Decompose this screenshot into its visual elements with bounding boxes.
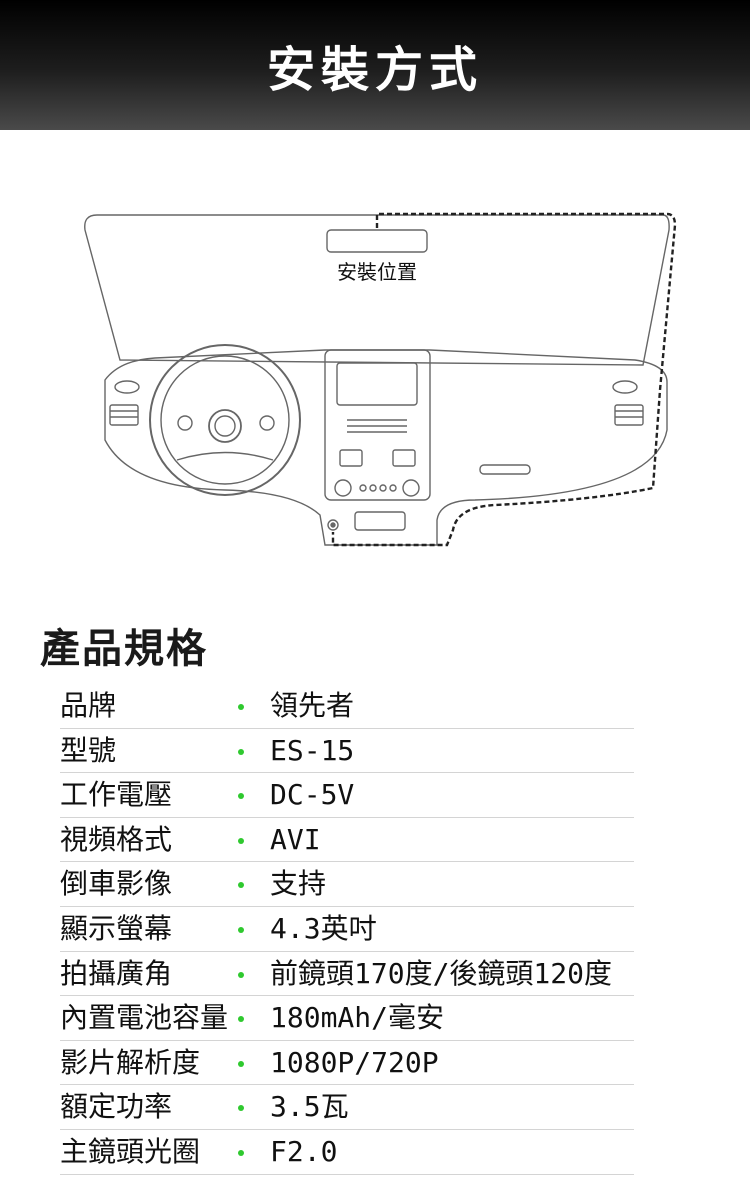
car-dashboard-illustration	[84, 212, 677, 547]
right-vent-icon	[614, 404, 644, 426]
spec-label: 額定功率	[60, 1090, 173, 1124]
center-console	[324, 349, 431, 501]
bullet-icon	[238, 971, 244, 978]
screen-icon	[336, 362, 418, 406]
spec-row: 影片解析度 1080P/720P	[60, 1041, 634, 1086]
spec-label: 倒車影像	[60, 867, 173, 901]
install-method-title: 安裝方式	[266, 42, 483, 98]
spec-label: 視頻格式	[60, 822, 173, 856]
spec-value: DC-5V	[270, 778, 355, 812]
bullet-icon	[238, 926, 244, 933]
spec-label: 拍攝廣角	[60, 956, 173, 990]
spec-table: 品牌 領先者 型號 ES-15 工作電壓 DC-5V 視頻格式 AVI 倒車影像 支持 顯…	[60, 684, 634, 1175]
bullet-icon	[238, 1105, 244, 1112]
cable-route	[331, 212, 677, 547]
spec-row: 工作電壓 DC-5V	[60, 773, 634, 818]
spec-label: 內置電池容量	[60, 1001, 229, 1035]
spec-label: 顯示螢幕	[60, 911, 173, 945]
install-position-label: 安裝位置	[337, 260, 417, 284]
spec-row: 型號 ES-15	[60, 729, 634, 774]
bullet-icon	[238, 748, 244, 755]
header-banner: 安裝方式	[0, 0, 750, 130]
spec-value: ES-15	[270, 733, 355, 767]
spec-value: F2.0	[270, 1134, 338, 1168]
spec-label: 影片解析度	[60, 1045, 201, 1079]
spec-value: 1080P/720P	[270, 1045, 439, 1079]
left-vent-icon	[109, 404, 139, 426]
spec-value: 180mAh/毫安	[270, 1001, 445, 1035]
spec-row: 主鏡頭光圈 F2.0	[60, 1130, 634, 1175]
spec-value: 前鏡頭170度/後鏡頭120度	[270, 956, 613, 990]
bullet-icon	[238, 1149, 244, 1156]
right-speaker-icon	[612, 380, 638, 394]
bullet-icon	[238, 1060, 244, 1067]
spec-row: 內置電池容量 180mAh/毫安	[60, 996, 634, 1041]
spec-value: AVI	[270, 822, 321, 856]
bullet-icon	[238, 882, 244, 889]
spec-row: 視頻格式 AVI	[60, 818, 634, 863]
left-speaker-icon	[114, 380, 140, 394]
spec-value: 領先者	[270, 689, 355, 722]
dashboard-diagram: 安裝位置	[75, 200, 685, 560]
dashboard-body	[104, 349, 668, 546]
spec-label: 工作電壓	[60, 778, 173, 812]
spec-label: 主鏡頭光圈	[60, 1134, 201, 1168]
bullet-icon	[238, 793, 244, 800]
spec-row: 額定功率 3.5瓦	[60, 1085, 634, 1130]
spec-value: 4.3英吋	[270, 911, 377, 945]
steering-wheel-icon	[149, 344, 301, 496]
product-specs-title: 產品規格	[40, 626, 208, 672]
spec-value: 3.5瓦	[270, 1090, 349, 1124]
spec-row: 品牌 領先者	[60, 684, 634, 729]
power-port-icon	[327, 519, 339, 531]
install-position-box	[326, 229, 428, 253]
spec-row: 顯示螢幕 4.3英吋	[60, 907, 634, 952]
spec-label: 品牌	[60, 689, 117, 722]
bullet-icon	[238, 704, 244, 710]
spec-row: 拍攝廣角 前鏡頭170度/後鏡頭120度	[60, 952, 634, 997]
bullet-icon	[238, 837, 244, 844]
spec-row: 倒車影像 支持	[60, 862, 634, 907]
spec-value: 支持	[270, 867, 327, 901]
bullet-icon	[238, 1016, 244, 1023]
spec-label: 型號	[60, 733, 117, 767]
windshield-outline	[84, 214, 670, 366]
